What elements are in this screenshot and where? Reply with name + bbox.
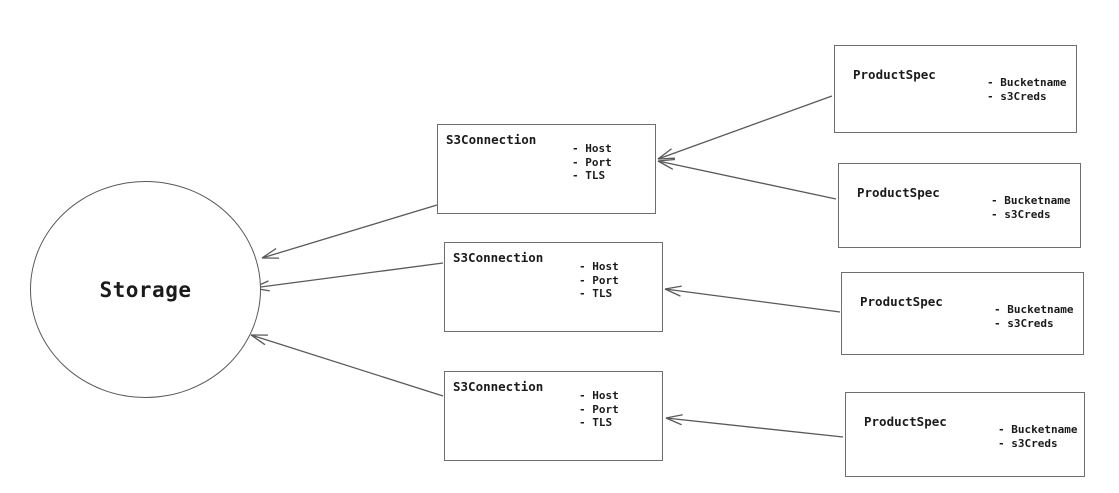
s3connection-node-1[interactable]: S3Connection - Host - Port - TLS (437, 124, 656, 214)
productspec-4-to-s3conn-3-head (665, 417, 682, 426)
productspec-1-to-s3conn-1 (657, 95, 833, 160)
s3connection-attr-host: - Host (579, 260, 619, 273)
productspec-4-to-s3conn-3 (665, 417, 844, 438)
productspec-node-4[interactable]: ProductSpec - Bucketname - s3Creds (845, 392, 1085, 477)
s3connection-attrs-2: - Host - Port - TLS (579, 260, 619, 301)
productspec-title-1: ProductSpec (853, 67, 936, 82)
productspec-2-to-s3conn-1 (657, 160, 837, 200)
productspec-title-2: ProductSpec (857, 185, 940, 200)
storage-node-label: Storage (99, 277, 192, 302)
s3conn-3-to-storage (250, 334, 444, 397)
productspec-3-to-s3conn-2 (664, 288, 841, 313)
s3connection-attr-tls: - TLS (579, 416, 613, 429)
productspec-node-2[interactable]: ProductSpec - Bucketname - s3Creds (838, 163, 1081, 248)
productspec-attrs-3: - Bucketname - s3Creds (994, 303, 1073, 330)
productspec-attrs-4: - Bucketname - s3Creds (998, 423, 1077, 450)
productspec-4-to-s3conn-3-head (665, 414, 683, 419)
productspec-attr-bucketname: - Bucketname (998, 423, 1078, 436)
s3connection-attr-port: - Port (579, 402, 619, 416)
storage-node[interactable]: Storage (30, 181, 261, 398)
s3connection-attrs-1: - Host - Port - TLS (572, 142, 612, 183)
productspec-3-to-s3conn-2-head (664, 288, 681, 297)
s3conn-3-to-storage-head (250, 334, 266, 346)
productspec-attr-s3creds: - s3Creds (998, 436, 1058, 450)
s3connection-node-2[interactable]: S3Connection - Host - Port - TLS (444, 242, 663, 332)
productspec-attr-s3creds: - s3Creds (991, 207, 1051, 221)
productspec-node-3[interactable]: ProductSpec - Bucketname - s3Creds (841, 272, 1084, 355)
s3connection-attr-port: - Port (579, 273, 619, 287)
s3connection-attr-port: - Port (572, 155, 612, 169)
productspec-title-4: ProductSpec (864, 414, 947, 429)
s3connection-attr-host: - Host (579, 389, 619, 402)
s3conn-2-to-storage (252, 262, 444, 289)
s3connection-node-3[interactable]: S3Connection - Host - Port - TLS (444, 371, 663, 461)
productspec-3-to-s3conn-2-head (664, 285, 682, 290)
productspec-1-to-s3conn-1-head (657, 157, 676, 160)
s3connection-attr-tls: - TLS (572, 169, 606, 182)
productspec-attr-bucketname: - Bucketname (987, 76, 1067, 89)
productspec-attrs-2: - Bucketname - s3Creds (991, 194, 1070, 221)
s3conn-1-to-storage (261, 204, 438, 259)
productspec-attr-bucketname: - Bucketname (994, 303, 1074, 316)
s3connection-title-1: S3Connection (446, 132, 537, 147)
s3connection-attr-tls: - TLS (579, 287, 613, 300)
productspec-1-to-s3conn-1-head (657, 148, 672, 160)
productspec-attrs-1: - Bucketname - s3Creds (987, 76, 1066, 103)
productspec-attr-s3creds: - s3Creds (994, 316, 1054, 330)
s3conn-1-to-storage-head (261, 247, 277, 259)
s3connection-title-3: S3Connection (453, 379, 544, 394)
productspec-title-3: ProductSpec (860, 294, 943, 309)
productspec-attr-s3creds: - s3Creds (987, 89, 1047, 103)
productspec-2-to-s3conn-1-head (657, 160, 674, 170)
s3connection-title-2: S3Connection (453, 250, 544, 265)
productspec-node-1[interactable]: ProductSpec - Bucketname - s3Creds (834, 45, 1077, 133)
s3connection-attrs-3: - Host - Port - TLS (579, 389, 619, 430)
s3connection-attr-host: - Host (572, 142, 612, 155)
productspec-attr-bucketname: - Bucketname (991, 194, 1071, 207)
productspec-2-to-s3conn-1-head (657, 158, 675, 162)
